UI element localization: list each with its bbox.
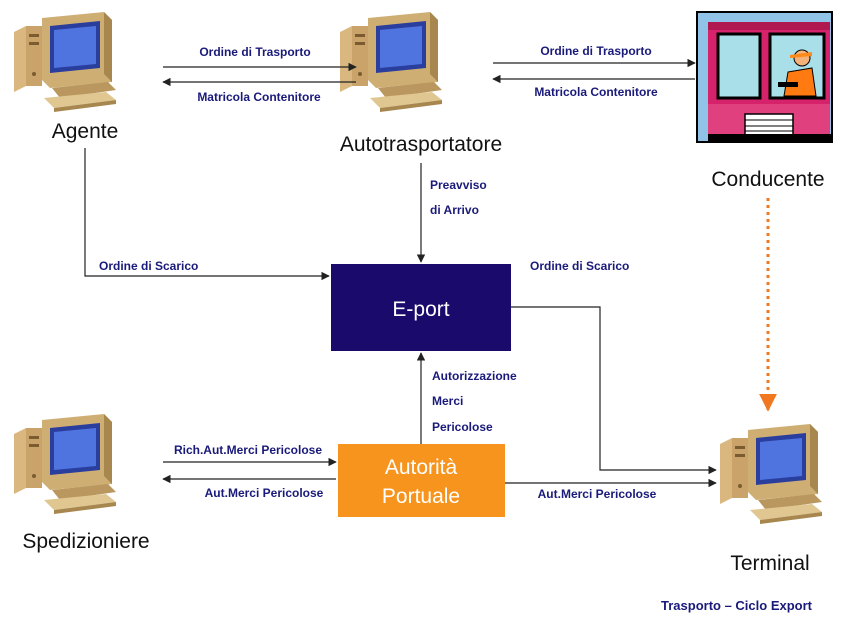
diagram-caption: Trasporto – Ciclo Export — [661, 598, 813, 613]
edge-label-matricola-2: Matricola Contenitore — [534, 85, 658, 99]
edge-label-ordine-trasporto-1: Ordine di Trasporto — [199, 45, 310, 59]
node-label-terminal: Terminal — [730, 552, 809, 575]
edge-label-ordine-trasporto-2: Ordine di Trasporto — [540, 44, 651, 58]
autorita-label-line1: Autorità — [385, 456, 458, 479]
edge-label-ordine-scarico-1: Ordine di Scarico — [99, 259, 198, 273]
autotrasportatore-computer-icon — [340, 12, 442, 112]
arrow-agente-to-eport — [84, 148, 330, 281]
autorita-label-line2: Portuale — [382, 485, 460, 508]
node-label-spedizioniere: Spedizioniere — [22, 530, 149, 553]
autorita-portuale-box — [338, 444, 505, 517]
edge-label-autorizzazione-line2: Merci — [432, 394, 463, 408]
edge-label-aut-merci-2: Aut.Merci Pericolose — [538, 487, 657, 501]
edge-label-preavviso-line2: di Arrivo — [430, 203, 479, 217]
eport-box — [331, 264, 511, 351]
spedizioniere-computer-icon — [14, 414, 116, 514]
node-label-agente: Agente — [52, 120, 119, 143]
terminal-computer-icon — [720, 424, 822, 524]
eport-label: E-port — [392, 298, 449, 321]
edge-label-ordine-scarico-2: Ordine di Scarico — [530, 259, 629, 273]
agente-computer-icon — [14, 12, 116, 112]
edge-label-matricola-1: Matricola Contenitore — [197, 90, 321, 104]
arrow-eport-to-terminal — [511, 306, 717, 475]
edge-label-rich-aut: Rich.Aut.Merci Pericolose — [174, 443, 322, 457]
node-label-autotrasportatore: Autotrasportatore — [340, 133, 502, 156]
node-label-conducente: Conducente — [711, 168, 824, 191]
truck-driver-icon — [696, 11, 833, 143]
edge-label-autorizzazione-line1: Autorizzazione — [432, 369, 517, 383]
edge-label-autorizzazione-line3: Pericolose — [432, 420, 493, 434]
edge-label-preavviso-line1: Preavviso — [430, 178, 487, 192]
edge-label-aut-merci-1: Aut.Merci Pericolose — [205, 486, 324, 500]
